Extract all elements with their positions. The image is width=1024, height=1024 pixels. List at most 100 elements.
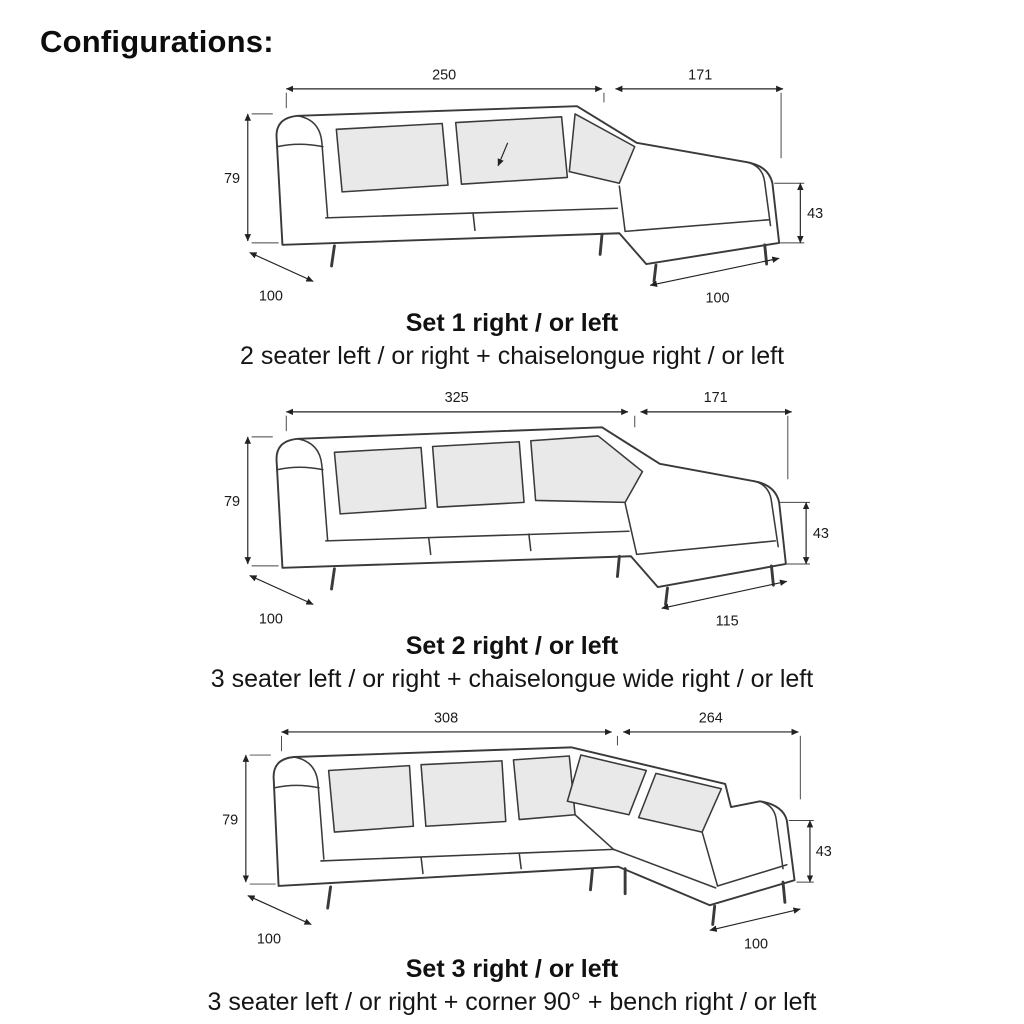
config-set-3: 308 264 79 43 100 100 Set 3 r [34, 705, 990, 1018]
right-arm-inner-line [752, 480, 779, 548]
extension-lines [249, 736, 814, 885]
set-3-diagram: 308 264 79 43 100 100 [222, 711, 832, 953]
back-cushion [431, 440, 525, 508]
dim-label-main-width: 325 [444, 390, 468, 406]
seat-front-edge [324, 530, 630, 542]
cushion-arrow-mark [497, 142, 508, 167]
sofa-illustration [275, 105, 780, 283]
set-caption: Set 1 right / or left [405, 309, 619, 338]
dim-label-right-depth: 115 [715, 613, 738, 629]
bench-front-edge [716, 864, 788, 887]
set-1-diagram: 250 171 79 43 100 100 [224, 67, 823, 307]
sofa-leg [598, 232, 603, 256]
sofa-leg [588, 868, 594, 892]
dimension-main-width: 308 [280, 711, 612, 736]
sofa-illustration [272, 746, 796, 927]
sofa-leg [329, 244, 336, 268]
chaise-front-edge [623, 219, 769, 233]
dimension-seat-height: 43 [802, 501, 828, 564]
extension-lines [251, 92, 804, 244]
back-cushion [333, 446, 427, 515]
corner-wing-cushion [566, 754, 647, 816]
set-caption: Set 2 right / or left [405, 631, 619, 660]
set-caption: Set 3 right / or left [405, 954, 619, 983]
seat-division-line [427, 536, 431, 555]
set-description: 3 seater left / or right + chaiselongue … [210, 664, 814, 693]
dim-label-back-height: 79 [224, 171, 240, 187]
sofa-illustration [275, 425, 787, 606]
chaise-seam-line [623, 502, 637, 555]
dimension-chaise-width: 171 [614, 67, 783, 93]
left-arm-inner-line [296, 437, 328, 542]
dim-label-wing-width: 264 [698, 711, 722, 727]
wing-front-edge [612, 848, 716, 889]
dimension-main-width: 325 [285, 390, 628, 415]
dim-label-back-height: 79 [222, 813, 238, 829]
dimension-back-height: 79 [222, 754, 249, 883]
dimension-right-depth: 100 [708, 907, 801, 953]
left-arm-inner-line [296, 115, 328, 219]
corner-cushion [529, 434, 643, 503]
left-arm-roll-line [276, 143, 324, 148]
dimension-back-height: 79 [224, 436, 251, 564]
set-2-diagram: 325 171 79 43 100 115 [224, 390, 829, 629]
dim-label-chaise-width: 171 [703, 390, 727, 406]
dim-label-left-depth: 100 [256, 932, 280, 948]
corner-seam-line [573, 814, 614, 851]
dim-label-back-height: 79 [224, 494, 240, 510]
dim-label-left-depth: 100 [258, 611, 282, 627]
dimension-seat-height: 43 [806, 820, 831, 883]
chaise-seam-line [618, 185, 626, 233]
dim-label-seat-height: 43 [812, 526, 828, 542]
dimension-right-depth: 100 [649, 256, 780, 307]
sofa-leg [652, 263, 657, 283]
sofa-leg [710, 904, 716, 927]
bench-arm-inner-line [758, 800, 784, 870]
sofa-leg [781, 880, 786, 905]
dimension-left-depth: 100 [248, 252, 314, 305]
left-arm-roll-line [276, 466, 324, 471]
seat-division-line [419, 856, 424, 875]
back-cushion [335, 122, 449, 193]
dim-label-left-depth: 100 [258, 289, 282, 305]
left-arm-roll-line [273, 784, 320, 789]
config-set-1: 250 171 79 43 100 100 Set 1 r [34, 60, 990, 373]
sofa-leg [325, 885, 332, 910]
dimension-main-width: 250 [285, 67, 602, 93]
dimension-back-height: 79 [224, 113, 251, 242]
bench-seam-line [700, 831, 718, 887]
dim-label-main-width: 308 [434, 711, 458, 727]
seat-front-edge [319, 848, 614, 862]
right-arm-inner-line [745, 161, 771, 227]
dimension-right-depth: 115 [660, 579, 787, 629]
seat-division-line [517, 852, 522, 870]
dimension-wing-width: 264 [622, 711, 799, 736]
back-cushion [327, 765, 414, 834]
config-set-2: 325 171 79 43 100 115 Set 2 r [34, 383, 990, 696]
left-arm-inner-line [292, 756, 325, 861]
dim-label-right-depth: 100 [744, 937, 768, 953]
sofa-leg [769, 564, 775, 587]
dimension-chaise-width: 171 [639, 390, 792, 415]
dim-label-main-width: 250 [432, 67, 456, 83]
seat-division-line [527, 532, 532, 551]
dimension-seat-height: 43 [796, 182, 823, 244]
sofa-leg [329, 566, 336, 591]
set-description: 3 seater left / or right + corner 90° + … [207, 987, 817, 1016]
dimension-left-depth: 100 [246, 895, 312, 948]
back-cushion [454, 116, 568, 185]
dimension-left-depth: 100 [248, 574, 314, 627]
page-title: Configurations: [40, 24, 274, 59]
dim-label-seat-height: 43 [807, 206, 823, 222]
sofa-leg [663, 586, 669, 606]
seat-division-line [471, 212, 476, 232]
sofa-leg [615, 554, 621, 578]
corner-cushion [568, 113, 636, 184]
seat-front-edge [324, 207, 618, 219]
dim-label-right-depth: 100 [705, 291, 729, 307]
set-description: 2 seater left / or right + chaiselongue … [239, 342, 785, 371]
dim-label-chaise-width: 171 [688, 67, 712, 83]
back-cushion [512, 755, 576, 821]
back-cushion [419, 760, 507, 828]
